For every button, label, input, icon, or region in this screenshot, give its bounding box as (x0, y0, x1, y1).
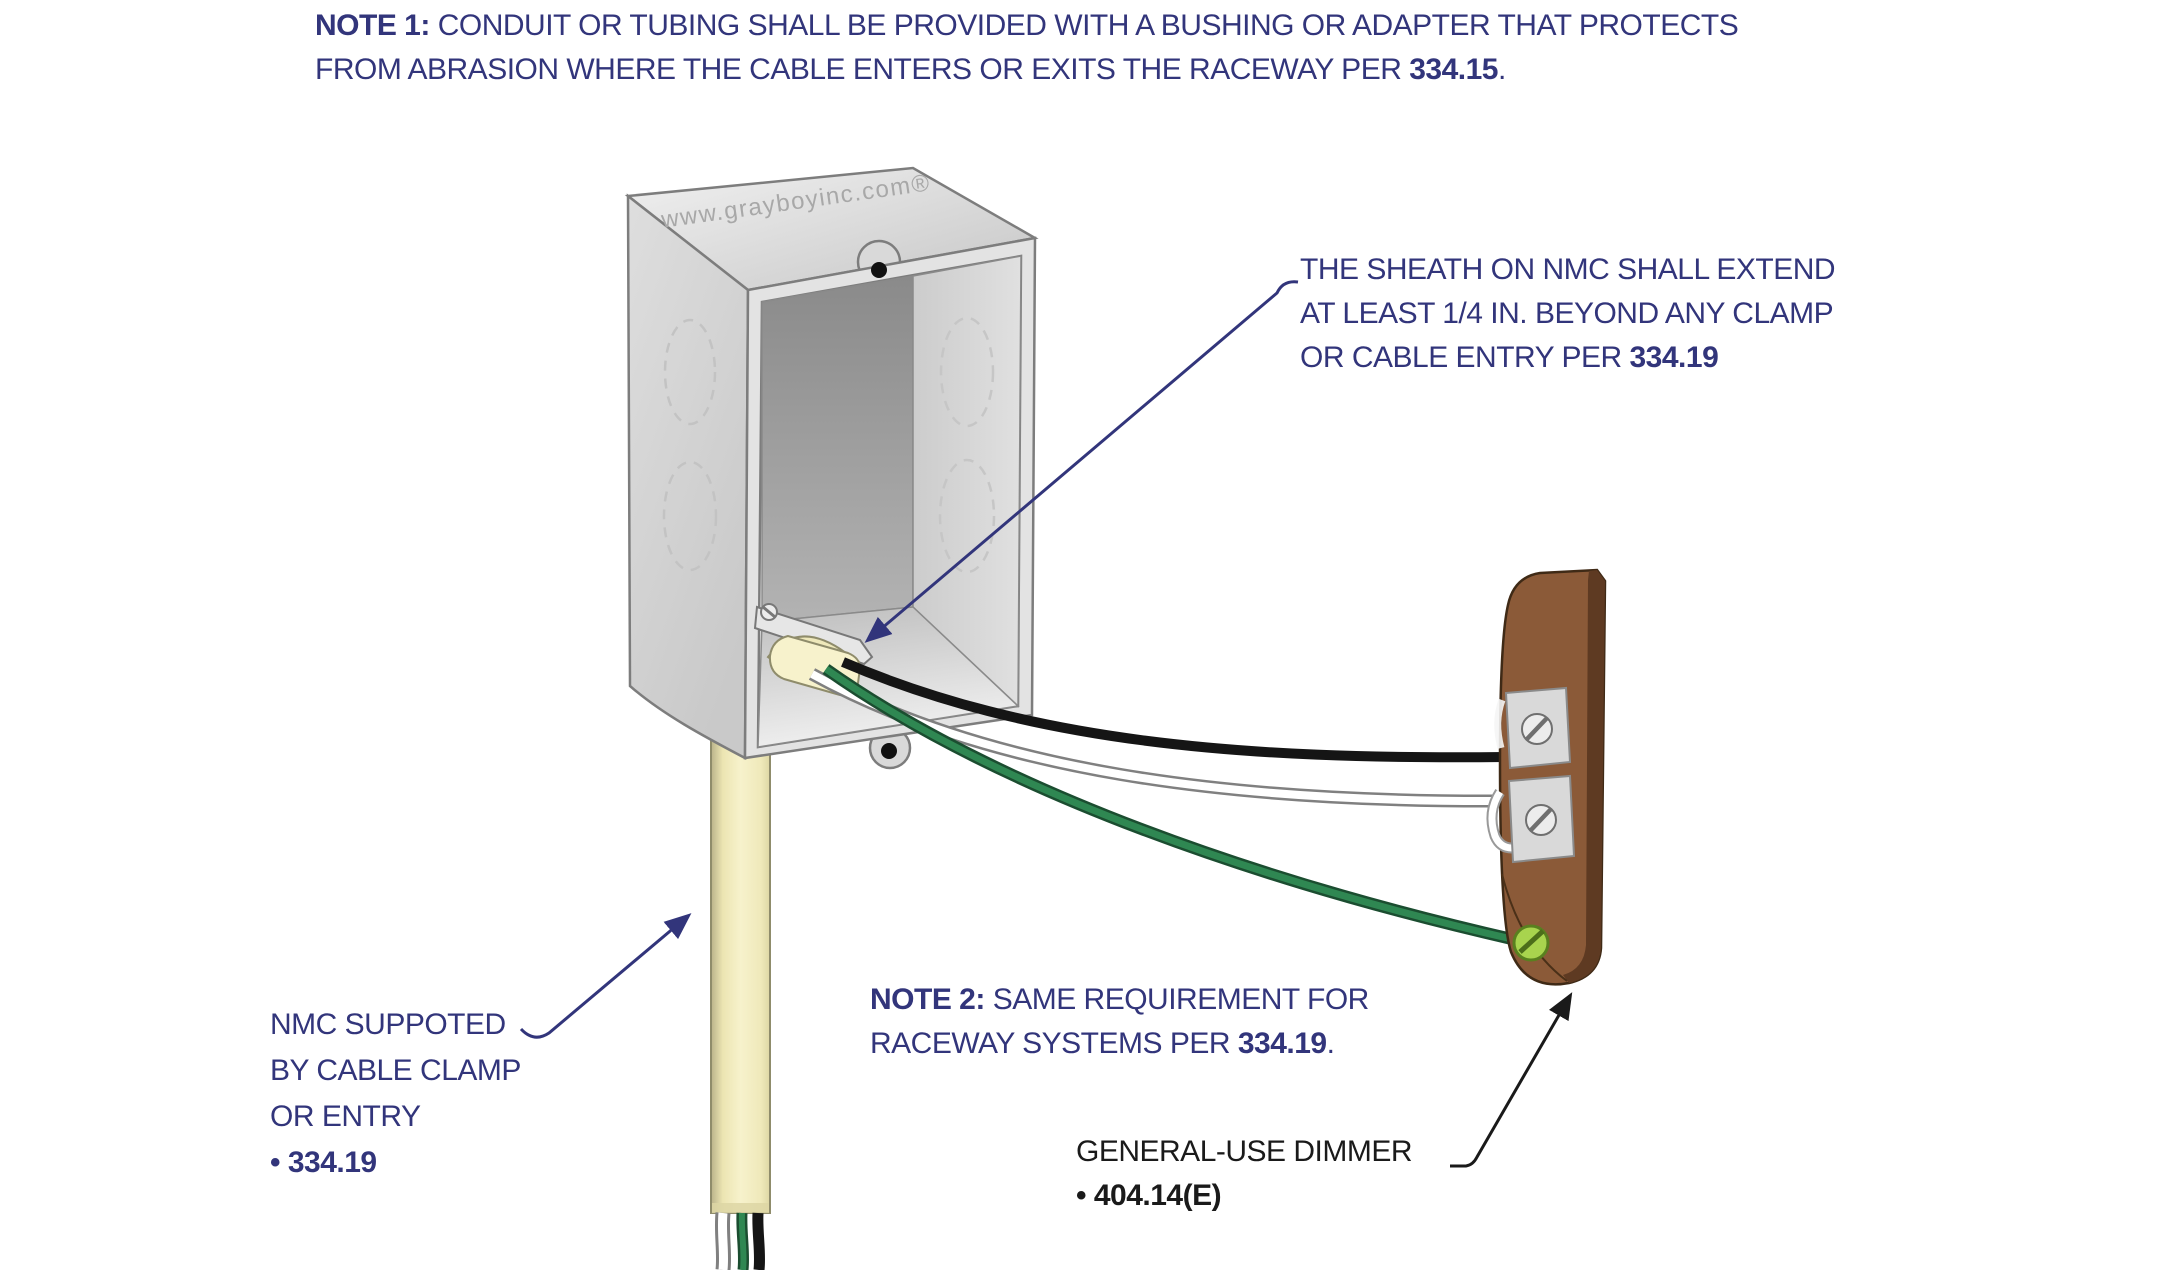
dimmer-leader-arrow (1450, 992, 1573, 1168)
green-wire-tail (738, 1212, 747, 1270)
sheath-leader-arrow (864, 280, 1299, 643)
white-wire-loop (1488, 790, 1513, 852)
sheath-note-line-1: THE SHEATH ON NMC SHALL EXTEND (1300, 253, 1836, 286)
ground-screw-slot (1518, 929, 1545, 954)
dimmer-note-code: • 404.14(E) (1076, 1179, 1222, 1212)
box-back-wall (761, 275, 914, 623)
sheath-note: THE SHEATH ON NMC SHALL EXTEND AT LEAST … (1300, 248, 1836, 380)
nm-cable (710, 737, 771, 1270)
wire-highlight (1494, 698, 1506, 749)
sheath-note-line-2: AT LEAST 1/4 IN. BEYOND ANY CLAMP (1300, 297, 1834, 330)
screw-slot (1529, 807, 1553, 832)
note-1-line-2: FROM ABRASION WHERE THE CABLE ENTERS OR … (315, 53, 1506, 86)
nmc-note-line-2: BY CABLE CLAMP (270, 1054, 521, 1087)
ear-screw-hole (881, 743, 897, 759)
sheath-note-line-3: OR CABLE ENTRY PER 334.19 (1300, 341, 1719, 374)
note-2-line-2: RACEWAY SYSTEMS PER 334.19. (870, 1027, 1335, 1060)
knockout-oval (938, 458, 996, 574)
nmc-note-code: • 334.19 (270, 1146, 377, 1179)
black-wire (841, 657, 1507, 763)
nmc-note-line-3: OR ENTRY (270, 1100, 421, 1133)
box-left-face (626, 193, 750, 761)
nmc-note-line-1: NMC SUPPOTED (270, 1008, 506, 1041)
white-wire-tail (717, 1212, 729, 1270)
knockout-oval (662, 460, 718, 572)
ear-screw-hole (871, 262, 887, 278)
green-wire (823, 666, 1517, 944)
branch-wires (808, 657, 1518, 946)
note-2: NOTE 2: SAME REQUIREMENT FOR RACEWAY SYS… (870, 978, 1369, 1066)
cable-sheath-end (712, 1203, 769, 1213)
nmc-leader-arrow (519, 913, 692, 1039)
black-wire-tail (752, 1212, 766, 1270)
knockout-oval (939, 316, 995, 428)
dimmer-side-face (1563, 570, 1605, 983)
dimmer-device (1486, 568, 1607, 986)
knockout-oval (663, 318, 717, 426)
dimmer-note-line-1: GENERAL-USE DIMMER (1076, 1135, 1413, 1168)
note-1: NOTE 1: CONDUIT OR TUBING SHALL BE PROVI… (315, 4, 1739, 92)
note-2-line-1: NOTE 2: SAME REQUIREMENT FOR (870, 983, 1369, 1016)
cable-tail-wires (714, 1212, 766, 1270)
nmc-note: NMC SUPPOTED BY CABLE CLAMP OR ENTRY • 3… (270, 1002, 521, 1186)
screw-slot (1525, 716, 1549, 741)
note-1-line-1: NOTE 1: CONDUIT OR TUBING SHALL BE PROVI… (315, 9, 1739, 42)
junction-box: www.grayboyinc.com® (624, 166, 1039, 770)
dimmer-note: GENERAL-USE DIMMER • 404.14(E) (1076, 1130, 1413, 1218)
